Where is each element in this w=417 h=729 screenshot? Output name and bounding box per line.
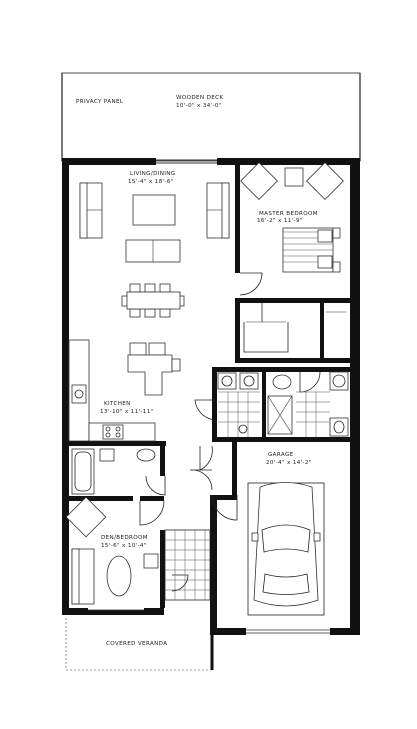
master-bed [282,227,341,273]
kitchen-island [127,342,181,396]
den-bedroom-dims: 15'-6" x 10'-4" [101,543,147,549]
main-bath [71,448,156,495]
wooden-deck-area [61,72,361,162]
door-swings [139,272,321,592]
sofa-left [79,182,103,239]
living-dining-dims: 15'-4" x 18'-6" [128,179,174,185]
wooden-deck-dims: 10'-0" x 34'-0" [176,103,222,109]
master-bedroom-dims: 16'-2" x 11'-9" [257,218,303,224]
closet [243,311,346,353]
exterior-walls [62,158,360,635]
stove-icon [102,424,124,440]
interior-walls [69,165,350,608]
sink-icon [71,384,87,404]
garage-door [246,629,330,634]
shower [267,395,293,435]
den-furniture [65,496,159,611]
wooden-deck-label: WOODEN DECK [176,95,223,101]
kitchen-dims: 13'-10" x 11'-11" [100,409,154,415]
ensuite-fixtures [272,371,349,437]
living-dining-label: LIVING/DINING [130,171,176,177]
car-outline [247,482,325,616]
coffee-table [132,194,176,226]
loveseat [125,239,181,263]
covered-veranda [65,618,214,671]
den-bedroom-label: DEN/BEDROOM [101,535,148,541]
kitchen-counter [68,339,156,442]
entry-tile [164,529,211,601]
dining-table [121,283,185,318]
garage-dims: 20'-4" x 14'-2" [266,460,312,466]
master-bedroom-label: MASTER BEDROOM [259,211,318,217]
kitchen-label: KITCHEN [104,401,131,407]
garage-label: GARAGE [268,452,294,458]
sofa-right [206,182,230,239]
laundry [217,372,260,437]
covered-veranda-label: COVERED VERANDA [106,641,167,647]
master-chairs [240,162,344,200]
sliding-door [156,159,217,164]
privacy-panel-label: PRIVACY PANEL [76,99,124,105]
